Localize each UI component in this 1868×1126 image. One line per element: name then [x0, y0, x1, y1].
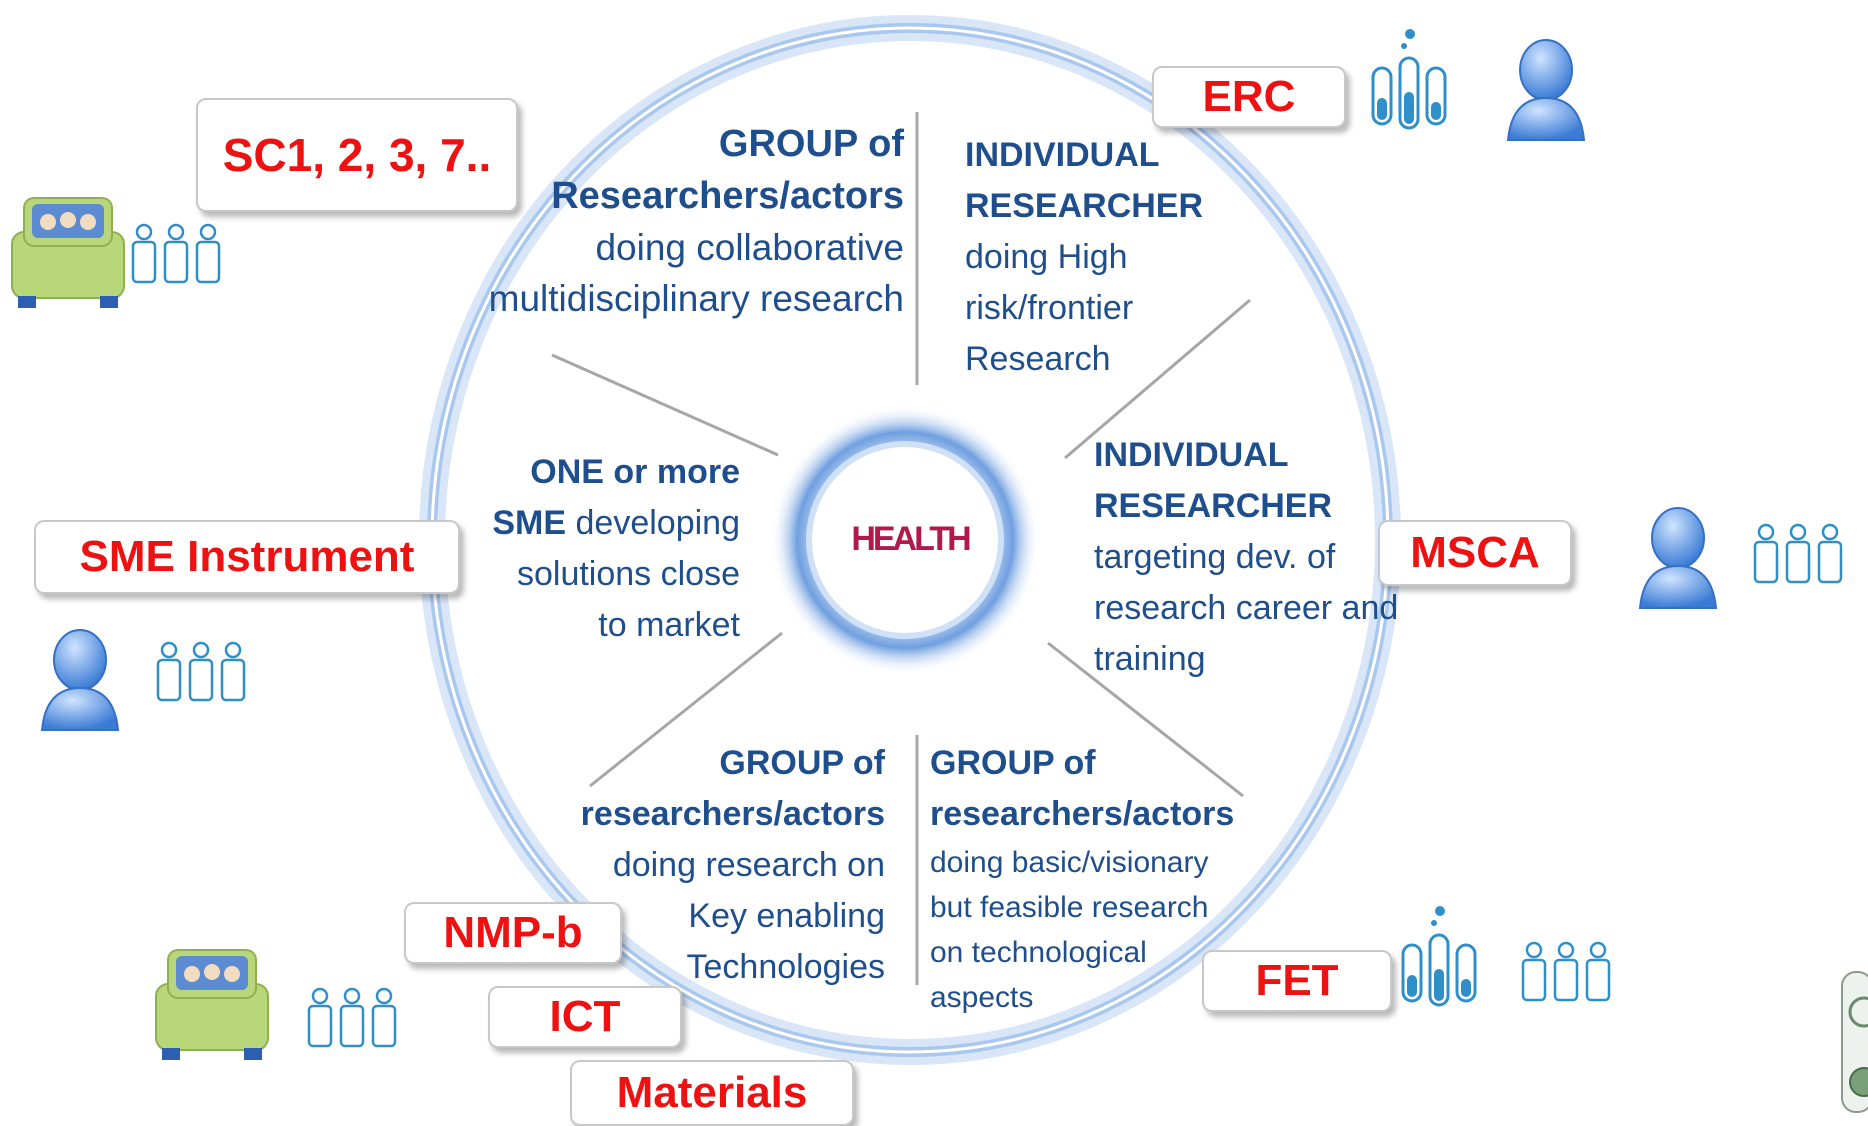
test-tubes-icon: [1371, 29, 1447, 130]
label-ict: ICT: [488, 986, 682, 1048]
segment-bottom-right-bold: GROUP of researchers/actors: [930, 744, 1235, 833]
test-tubes-icon: [1401, 906, 1477, 1007]
segment-top-left-text: doing collaborative multidisciplinary re…: [488, 227, 904, 319]
segment-left-bold-2: SME: [492, 504, 567, 542]
car-group-icon: [11, 197, 125, 308]
segment-bottom-left: GROUP of researchers/actors doing resear…: [540, 738, 885, 993]
person-icon: [40, 629, 120, 731]
seal-logo: [1841, 971, 1868, 1113]
segment-left-text-2: solutions close to market: [516, 555, 740, 644]
label-nmp-b: NMP-b: [404, 902, 622, 964]
segment-bottom-left-bold: GROUP of researchers/actors: [580, 744, 885, 833]
label-materials: Materials: [570, 1060, 854, 1126]
segment-right-text: targeting dev. of research career and tr…: [1094, 538, 1399, 678]
person-icon: [1638, 507, 1718, 609]
label-sme-instrument: SME Instrument: [34, 520, 460, 594]
segment-right-bold: INDIVIDUAL RESEARCHER: [1094, 436, 1333, 525]
segment-left: ONE or more SME developing solutions clo…: [440, 447, 740, 651]
label-fet: FET: [1202, 950, 1392, 1012]
segment-top-right-text: doing High risk/frontier Research: [965, 238, 1134, 378]
researchers-group-icon: [131, 223, 1843, 1048]
label-erc: ERC: [1152, 66, 1346, 128]
segment-top-left: GROUP of Researchers/actors doing collab…: [478, 118, 904, 324]
center-label: HEALTH: [851, 520, 971, 558]
divider-lines: [551, 112, 1251, 985]
person-icon: [1506, 39, 1586, 141]
label-sc: SC1, 2, 3, 7..: [196, 98, 518, 212]
segment-bottom-right-text: doing basic/visionary but feasible resea…: [930, 846, 1209, 1014]
segment-left-bold-1: ONE or more: [530, 453, 740, 491]
segment-top-right-bold: INDIVIDUAL RESEARCHER: [965, 136, 1204, 225]
segment-right: INDIVIDUAL RESEARCHER targeting dev. of …: [1094, 430, 1444, 685]
segment-top-left-bold: GROUP of Researchers/actors: [551, 123, 904, 217]
segment-top-right: INDIVIDUAL RESEARCHER doing High risk/fr…: [965, 130, 1225, 385]
car-group-icon: [155, 949, 269, 1060]
label-msca: MSCA: [1378, 520, 1572, 586]
segment-left-text-1: developing: [575, 504, 740, 542]
segment-bottom-left-text: doing research on Key enabling Technolog…: [612, 846, 885, 986]
segment-bottom-right: GROUP of researchers/actors doing basic/…: [930, 738, 1260, 1020]
center-circle: [770, 405, 1040, 675]
